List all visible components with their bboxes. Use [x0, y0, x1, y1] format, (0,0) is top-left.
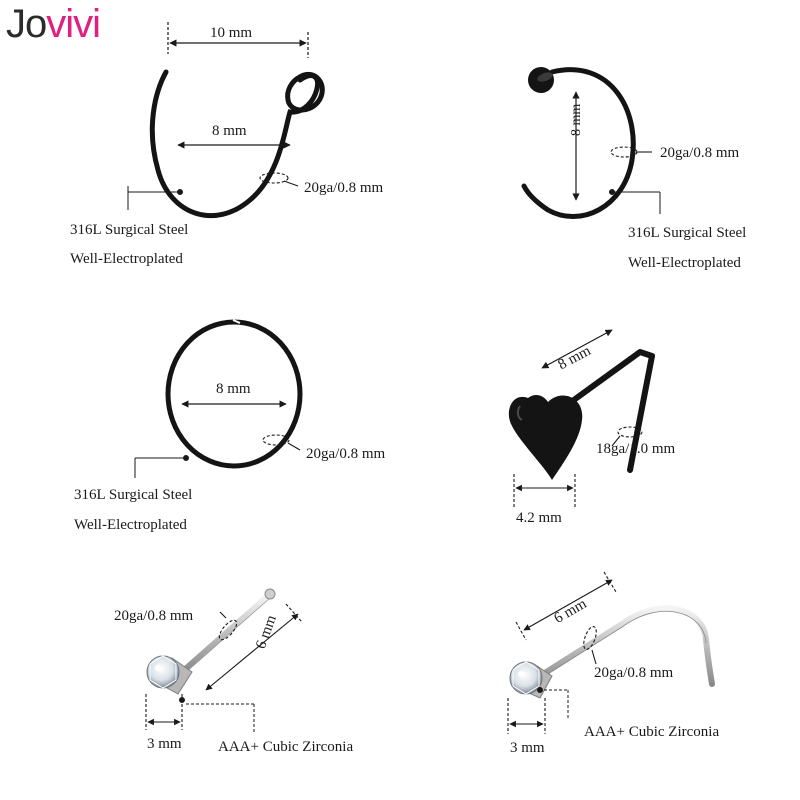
bone-stud-stone-leader — [179, 697, 255, 732]
hoop-gauge-label: 20ga/0.8 mm — [660, 145, 740, 161]
brand-logo-pink: vivi — [46, 2, 101, 46]
clip-ring-width-label: 10 mm — [210, 25, 253, 41]
screw-stud-head-dimension — [507, 698, 546, 734]
heart-stud-length-arrow — [541, 329, 613, 369]
seamless-hoop-finish-label: Well-Electroplated — [74, 517, 187, 533]
seamless-hoop-material-leader — [134, 455, 189, 478]
bone-stud-head-dimension — [145, 694, 183, 730]
bone-stud-length-dimension — [205, 603, 303, 691]
screw-stud-gauge-label: 20ga/0.8 mm — [594, 665, 674, 681]
clip-ring-gauge-marker — [259, 172, 299, 187]
screw-stud-stone-label: AAA+ Cubic Zirconia — [584, 724, 720, 740]
crystal-bone-stud-jewelry — [146, 588, 276, 695]
clip-ring-width-dimension — [167, 22, 309, 58]
crystal-screw-stud-jewelry — [509, 605, 715, 699]
heart-stud-gauge-marker — [611, 426, 643, 447]
seamless-hoop-jewelry — [165, 319, 303, 469]
seamless-hoop-gauge-marker — [262, 434, 301, 451]
hoop-material-leader — [609, 189, 661, 214]
bone-stud-gauge-label: 20ga/0.8 mm — [114, 608, 194, 624]
brand-logo: Jovivi — [6, 2, 101, 46]
clip-ring-gauge-label: 20ga/0.8 mm — [304, 180, 384, 196]
screw-stud-length-dimension — [515, 571, 617, 641]
bone-stud-head-label: 3 mm — [147, 736, 182, 752]
hoop-gauge-marker — [610, 146, 652, 158]
clip-ring-inner-label: 8 mm — [212, 123, 247, 139]
clip-ring-material-label: 316L Surgical Steel — [70, 222, 189, 238]
heart-head-dimension — [513, 474, 576, 508]
clip-ring-material-leader — [127, 186, 183, 210]
bone-stud-gauge-marker — [218, 611, 238, 641]
brand-logo-dark: Jo — [6, 2, 47, 46]
hoop-diameter-label: 8 mm — [569, 103, 584, 136]
heart-head-width-label: 4.2 mm — [516, 510, 562, 526]
clip-ring-finish-label: Well-Electroplated — [70, 251, 183, 267]
heart-stud-gauge-label: 18ga/1.0 mm — [596, 441, 676, 457]
hoop-material-label: 316L Surgical Steel — [628, 225, 747, 241]
seamless-hoop-material-label: 316L Surgical Steel — [74, 487, 193, 503]
screw-stud-gauge-marker — [583, 626, 597, 665]
screw-stud-head-label: 3 mm — [510, 740, 545, 756]
bone-stud-stone-label: AAA+ Cubic Zirconia — [218, 739, 354, 755]
seamless-hoop-diameter-label: 8 mm — [216, 381, 251, 397]
heart-screw-stud-jewelry — [508, 349, 655, 480]
seamless-hoop-gauge-label: 20ga/0.8 mm — [306, 446, 386, 462]
screw-stud-stone-leader — [537, 687, 569, 718]
ball-end-hoop-jewelry — [521, 67, 636, 220]
clip-ring-jewelry — [149, 69, 325, 219]
hoop-finish-label: Well-Electroplated — [628, 255, 741, 271]
